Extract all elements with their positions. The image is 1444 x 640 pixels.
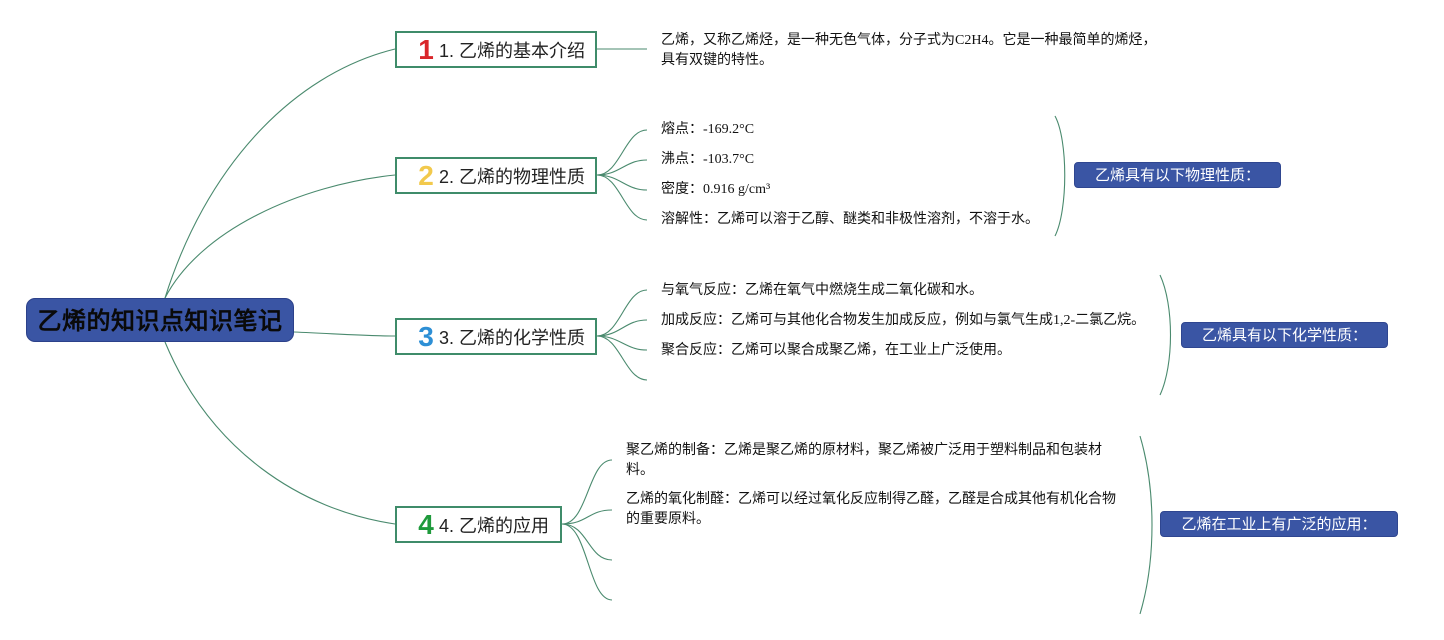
- link-branch-3-leaf-1: [596, 289, 648, 337]
- leaf-polyethylene-production[interactable]: 聚乙烯的制备：乙烯是聚乙烯的原材料，聚乙烯被广泛用于塑料制品和包装材料。: [626, 443, 1102, 478]
- link-branch-2-leaf-4: [596, 174, 648, 221]
- link-branch-4-leaf-3: [561, 523, 613, 561]
- number-2-icon: 2: [418, 159, 434, 191]
- link-branch-2-leaf-1: [596, 129, 648, 176]
- summary-brace-application: [1139, 435, 1153, 615]
- link-root-branch-2: [164, 174, 396, 299]
- link-branch-3-leaf-2: [596, 319, 648, 337]
- leaf-melting-point[interactable]: 熔点：-169.2°C: [661, 122, 755, 137]
- branch-physical-properties[interactable]: 2 2. 乙烯的物理性质: [395, 157, 597, 194]
- branch-applications[interactable]: 4 4. 乙烯的应用: [395, 506, 562, 543]
- summary-brace-chemical: [1159, 274, 1172, 396]
- number-4-icon: 4: [418, 508, 434, 540]
- leaf-polymerization[interactable]: 聚合反应：乙烯可以聚合成聚乙烯，在工业上广泛使用。: [661, 343, 1011, 358]
- link-branch-4-leaf-4: [561, 523, 613, 601]
- leaf-solubility[interactable]: 溶解性：乙烯可以溶于乙醇、醚类和非极性溶剂，不溶于水。: [661, 212, 1039, 227]
- branch-label: 4. 乙烯的应用: [439, 515, 550, 536]
- summary-chemical[interactable]: 乙烯具有以下化学性质：: [1181, 322, 1388, 348]
- link-branch-4-leaf-2: [561, 509, 613, 525]
- branch-chemical-properties[interactable]: 3 3. 乙烯的化学性质: [395, 318, 597, 355]
- link-root-branch-4: [164, 341, 396, 525]
- number-3-icon: 3: [418, 320, 434, 352]
- link-branch-2-leaf-2: [596, 159, 648, 176]
- leaf-oxygen-reaction[interactable]: 与氧气反应：乙烯在氧气中燃烧生成二氧化碳和水。: [661, 283, 983, 298]
- branch-label: 1. 乙烯的基本介绍: [439, 40, 586, 61]
- summary-application[interactable]: 乙烯在工业上有广泛的应用：: [1160, 511, 1398, 537]
- link-root-branch-1: [164, 48, 396, 299]
- number-1-icon: 1: [418, 33, 434, 65]
- summary-physical[interactable]: 乙烯具有以下物理性质：: [1074, 162, 1281, 188]
- link-root-branch-3: [293, 331, 396, 337]
- leaf-acetaldehyde-oxidation[interactable]: 乙烯的氧化制醛：乙烯可以经过氧化反应制得乙醛，乙醛是合成其他有机化合物的重要原料…: [626, 492, 1116, 527]
- link-branch-3-leaf-4: [596, 335, 648, 381]
- leaf-density[interactable]: 密度：0.916 g/cm³: [661, 182, 771, 197]
- branch-basic-intro[interactable]: 1 1. 乙烯的基本介绍: [395, 31, 597, 68]
- branch-label: 2. 乙烯的物理性质: [439, 166, 586, 187]
- root-topic[interactable]: 乙烯的知识点知识笔记: [26, 298, 294, 342]
- summary-brace-physical: [1054, 115, 1066, 237]
- leaf-boiling-point[interactable]: 沸点：-103.7°C: [661, 152, 755, 167]
- leaf-intro-text[interactable]: 乙烯，又称乙烯烃，是一种无色气体，分子式为C2H4。它是一种最简单的烯烃，具有双…: [661, 33, 1157, 68]
- leaf-addition-reaction[interactable]: 加成反应：乙烯可与其他化合物发生加成反应，例如与氯气生成1,2-二氯乙烷。: [661, 313, 1146, 328]
- link-branch-4-leaf-1: [561, 459, 613, 525]
- branch-label: 3. 乙烯的化学性质: [439, 327, 586, 348]
